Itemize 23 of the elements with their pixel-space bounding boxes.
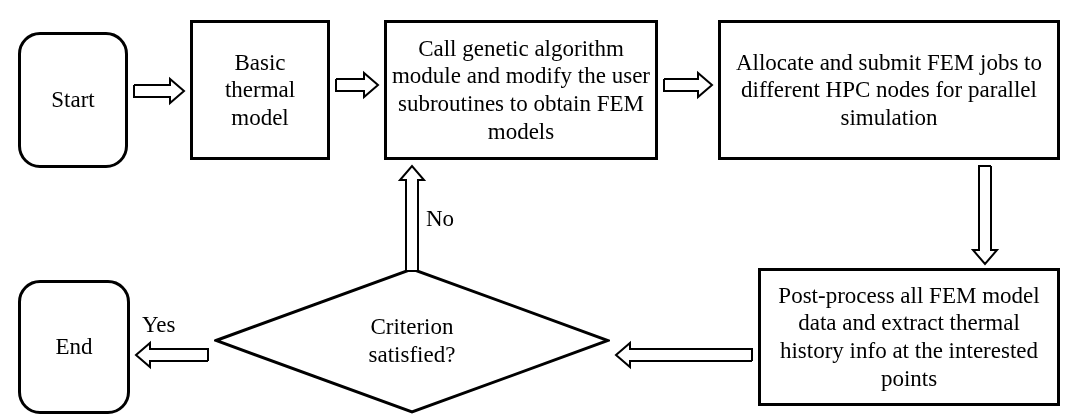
decision-diamond bbox=[214, 267, 610, 414]
process-box bbox=[718, 20, 1060, 160]
edge-label: Yes bbox=[142, 311, 176, 339]
node-text: Criterion satisfied? bbox=[367, 312, 457, 369]
block-arrow bbox=[614, 340, 753, 370]
node-text: Basic thermal model bbox=[223, 48, 297, 132]
node-text: Call genetic algorithm module and modify the user subroutines to obtain FEM models bbox=[390, 34, 652, 146]
process-box bbox=[758, 268, 1060, 406]
block-arrow bbox=[134, 340, 209, 370]
node-text: Allocate and submit FEM jobs to different HPC nodes for parallel simulation bbox=[735, 48, 1043, 132]
node-text: Post-process all FEM model data and extract thermal history info at the interested points bbox=[777, 281, 1041, 393]
block-arrow bbox=[970, 165, 1000, 266]
process-box bbox=[384, 20, 658, 160]
edge-label: No bbox=[426, 204, 455, 233]
block-arrow bbox=[663, 70, 714, 100]
block-arrow bbox=[397, 164, 427, 272]
terminal-box bbox=[18, 32, 128, 168]
block-arrow bbox=[133, 76, 186, 106]
process-box bbox=[190, 20, 330, 160]
node-text: Start bbox=[50, 86, 96, 114]
terminal-box bbox=[18, 280, 130, 414]
node-text: End bbox=[54, 333, 94, 361]
block-arrow bbox=[335, 70, 380, 100]
